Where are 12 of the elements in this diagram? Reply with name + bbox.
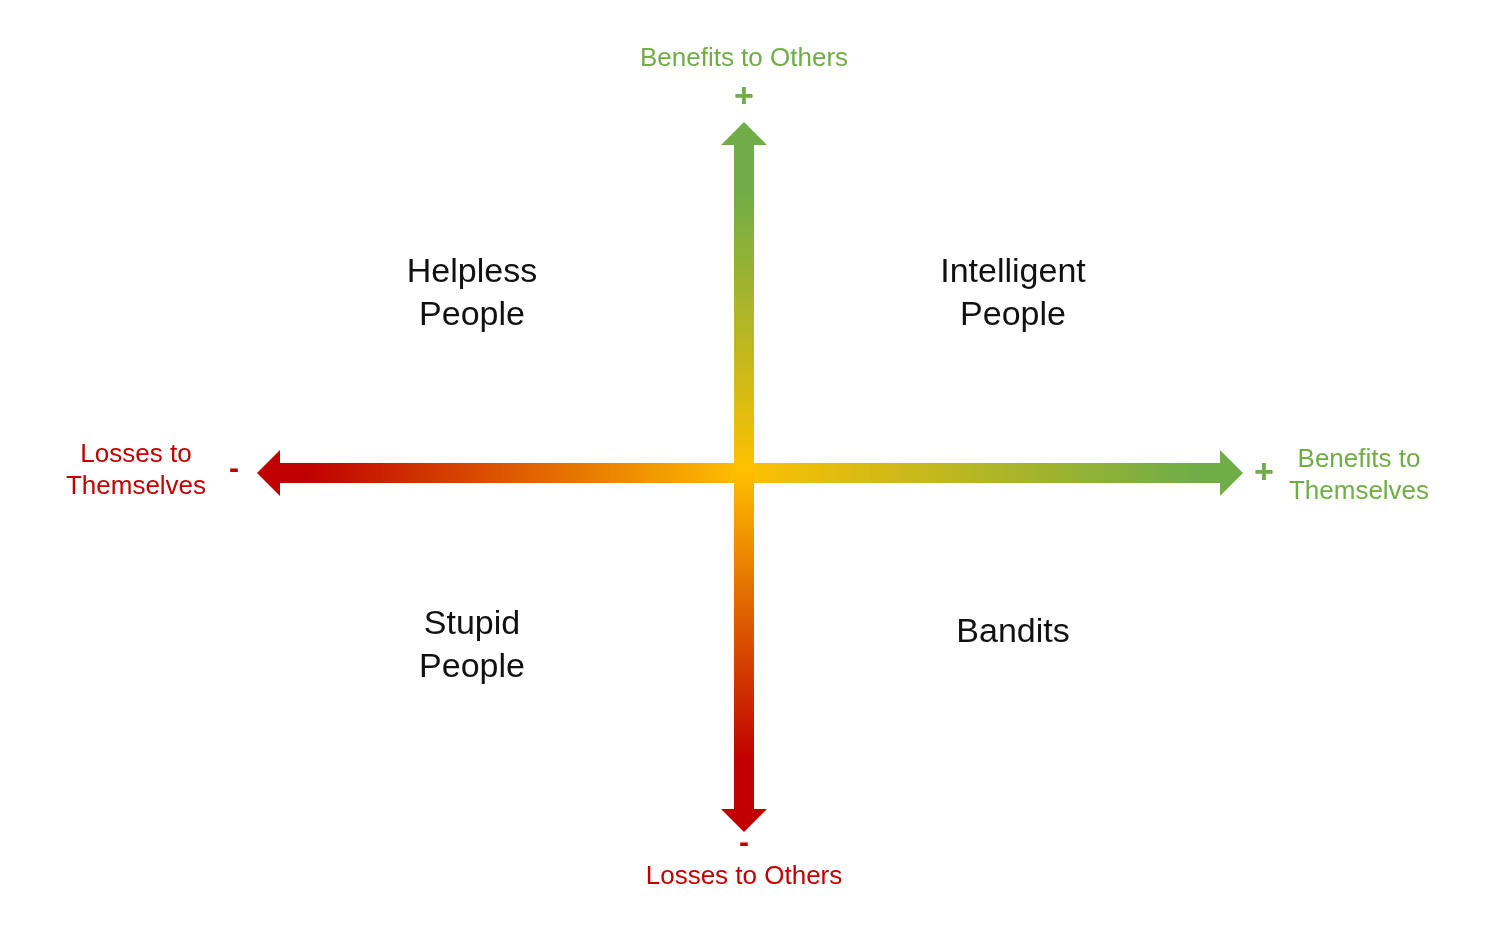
- quadrant-label: Stupid People: [418, 602, 526, 686]
- axis-label: Losses to Others: [644, 859, 844, 891]
- quadrant-label: Bandits: [955, 609, 1071, 651]
- minus-sign: -: [228, 453, 240, 483]
- axis-label: Benefits to Themselves: [1287, 442, 1431, 506]
- plus-sign: +: [733, 78, 755, 112]
- minus-sign: -: [738, 827, 750, 857]
- axis-label: Losses to Themselves: [64, 437, 208, 501]
- plus-sign: +: [1253, 454, 1275, 488]
- quadrant-label: Intelligent People: [939, 250, 1087, 334]
- quadrant-label: Helpless People: [405, 250, 539, 334]
- axis-label: Benefits to Others: [638, 41, 850, 73]
